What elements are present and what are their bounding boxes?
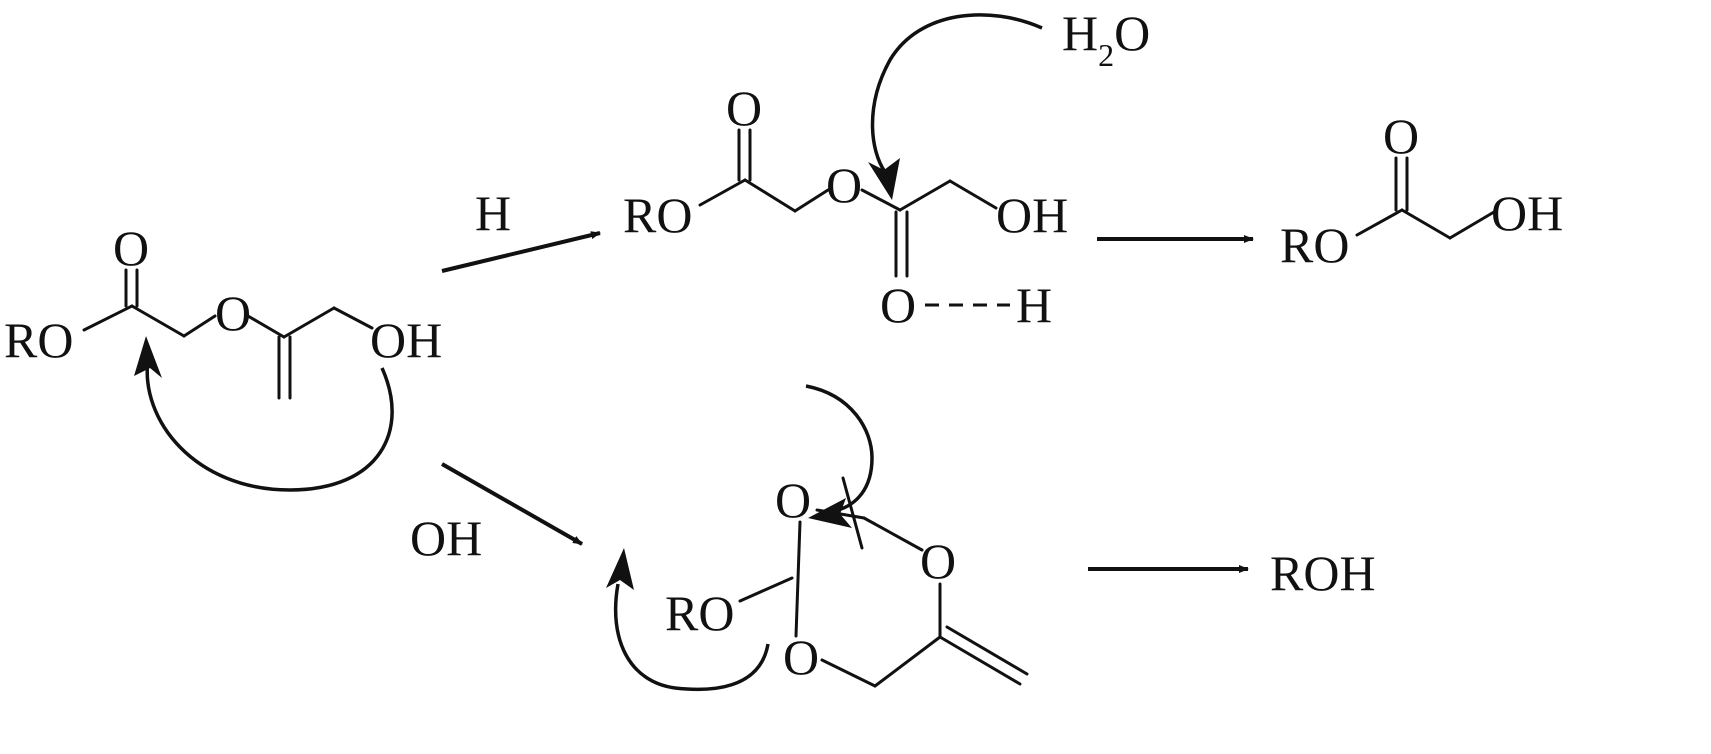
base-product: ROH <box>1270 545 1376 601</box>
base-int-ring-o-right-label: O <box>920 533 956 589</box>
start-bond-c3-c4 <box>282 306 336 339</box>
base-int-lower-curved-arrow <box>613 583 770 692</box>
start-curved-arrow-head <box>134 336 162 378</box>
acid-prod-hydroxyl-label: OH <box>1491 185 1563 241</box>
water-label: H2O <box>1062 5 1150 73</box>
acid-intermediate: RO O O OH O H H2O <box>623 5 1150 333</box>
start-carbonyl-o-label: O <box>113 220 149 276</box>
acid-int-proton-label: H <box>1016 277 1052 333</box>
acid-int-carbonyl-o-label: O <box>726 80 762 136</box>
acid-int-protonated-o-label: O <box>880 277 916 333</box>
water-h: H <box>1062 5 1098 61</box>
acid-prod-ro-label: RO <box>1280 217 1349 273</box>
upper-reaction-arrow: H <box>441 185 601 273</box>
base-int-ring-o-top-label: O <box>775 472 811 528</box>
start-bond-c1-c2 <box>130 304 186 338</box>
base-int-bond-c-ch2-bottom <box>873 635 942 688</box>
base-intermediate: O O O RO <box>606 384 1029 692</box>
start-bond-c4-oh <box>332 306 374 330</box>
base-int-ring-o-bottom-label: O <box>783 629 819 685</box>
acid-int-hydroxyl-label: OH <box>996 187 1068 243</box>
acid-int-ro-label: RO <box>623 187 692 243</box>
start-bond-o-c1 <box>82 304 134 332</box>
base-int-bond-ch2-o-bottom <box>820 658 877 688</box>
acid-int-bond-o-c3 <box>860 188 902 212</box>
start-molecule: RO O O OH <box>4 220 442 492</box>
acid-prod-bond-c1-c2 <box>1400 208 1452 240</box>
acid-int-bond-c2-o <box>793 188 830 213</box>
base-int-bond-exo-a <box>938 635 1022 686</box>
base-int-upper-curved-arrow-head <box>808 498 852 528</box>
start-bond-c2-o <box>182 314 217 338</box>
start-bond-o-c3 <box>246 314 286 339</box>
acid-prod-bond-c2-oh <box>1448 210 1496 240</box>
base-int-bond-ch2-o-right <box>862 516 924 552</box>
acid-prod-bond-o-c1 <box>1355 208 1404 237</box>
start-ether-o-label: O <box>215 285 251 341</box>
start-curved-arrow <box>145 359 394 492</box>
acid-int-bond-o-c1 <box>698 178 747 207</box>
acid-int-bond-c4-oh <box>948 179 998 210</box>
base-int-ro-label: RO <box>665 585 734 641</box>
base-int-bond-exo-b <box>945 625 1029 676</box>
acid-int-ether-o-label: O <box>826 157 862 213</box>
acid-reagent-label: H <box>475 185 511 241</box>
base-product-label: ROH <box>1270 545 1376 601</box>
water-subscript: 2 <box>1098 37 1114 73</box>
base-int-upper-curved-arrow <box>805 384 874 512</box>
base-int-cleavage-mark <box>841 476 864 550</box>
start-hydroxyl-label: OH <box>370 312 442 368</box>
base-int-bond-ortho <box>794 520 802 638</box>
acid-int-bond-c1-c2 <box>743 178 797 213</box>
water-curved-arrow <box>870 13 1043 173</box>
base-reagent-label: OH <box>410 510 482 566</box>
acid-int-bond-c3-c4 <box>898 179 952 212</box>
lower-reaction-arrow: OH <box>410 462 583 566</box>
acid-product: RO O OH <box>1280 108 1563 273</box>
base-int-bond-ro-c <box>738 576 794 603</box>
base-int-lower-curved-arrow-head <box>606 548 634 590</box>
water-o: O <box>1114 5 1150 61</box>
start-ro-label: RO <box>4 312 73 368</box>
water-curved-arrow-head <box>868 158 900 200</box>
acid-prod-carbonyl-o-label: O <box>1383 108 1419 164</box>
